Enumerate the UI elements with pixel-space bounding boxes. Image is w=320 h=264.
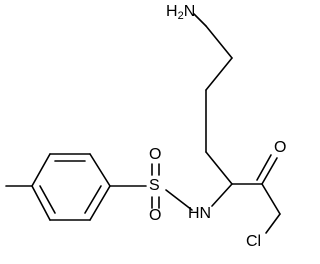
ring-bond-1	[31, 153, 51, 187]
bond-sulfur-nitrogen	[165, 189, 193, 211]
ring-bond-6	[31, 185, 51, 221]
bond-carbonyl-ch2	[261, 183, 281, 215]
ring-double-bond-left	[39, 185, 56, 214]
toluene-ring	[5, 153, 111, 221]
bond-ch2-cl	[265, 213, 281, 234]
bond-ca-c1	[205, 151, 233, 185]
atom-label-oxygen-ketone: O	[274, 139, 286, 156]
ring-bond-3	[89, 153, 111, 187]
bond-c2-c3	[205, 57, 233, 91]
bond-carbonyl-o-2	[256, 154, 272, 181]
atom-label-chlorine: Cl	[246, 233, 261, 250]
atom-label-oxygen-top: O	[149, 146, 161, 163]
sulfonyl-group	[109, 163, 193, 211]
atom-label-oxygen-bottom: O	[149, 207, 161, 224]
atom-label-nitrogen: HN	[188, 205, 211, 222]
carbon-chain	[193, 13, 281, 234]
atom-labels: H2N S O O HN O Cl	[149, 3, 286, 250]
atom-label-amine: H2N	[166, 3, 195, 22]
bond-c4-amine	[193, 13, 207, 27]
bond-n-ca	[211, 183, 233, 207]
chemical-structure-figure: H2N S O O HN O Cl	[5, 3, 286, 250]
ring-double-bond-right	[84, 185, 102, 214]
ring-bond-4	[89, 185, 111, 221]
bond-c3-c4	[205, 25, 233, 59]
atom-label-sulfur: S	[149, 177, 160, 194]
bond-carbonyl-o-1	[261, 157, 278, 185]
